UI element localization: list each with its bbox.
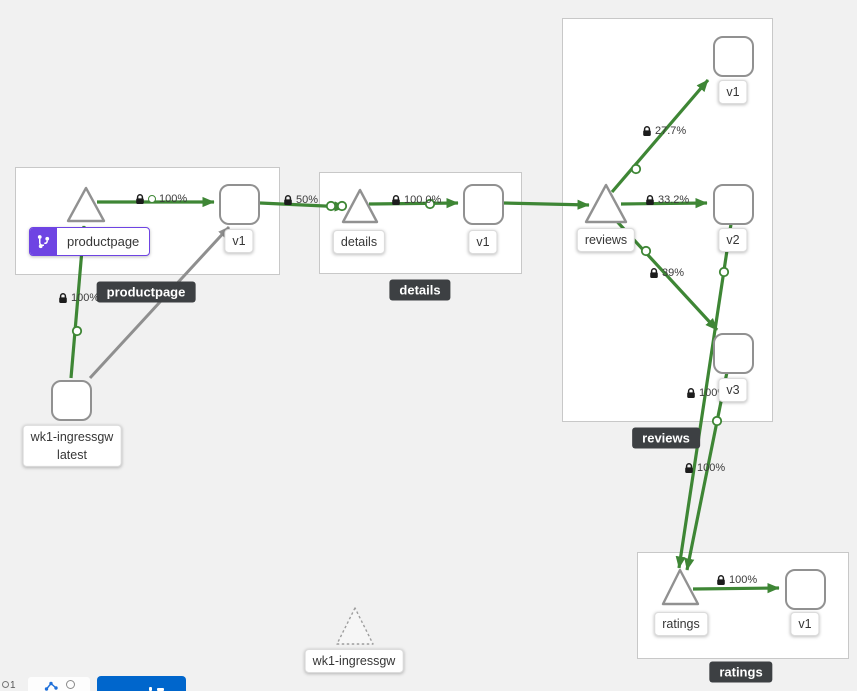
group-badge-productpage[interactable]: productpage bbox=[96, 281, 196, 303]
zoom-indicator-label: 1 bbox=[10, 680, 16, 691]
edge-ingressgw-to-productpage-v1[interactable] bbox=[88, 225, 231, 380]
traffic-dot bbox=[718, 266, 730, 278]
traffic-dot bbox=[325, 200, 337, 212]
node-productpage-v1[interactable] bbox=[219, 184, 260, 225]
node-reviews-v3[interactable] bbox=[713, 333, 754, 374]
node-reviews-v2[interactable] bbox=[713, 184, 754, 225]
node-label-ratings-service[interactable]: ratings bbox=[654, 611, 708, 637]
edge-details-v1-to-reviews[interactable] bbox=[502, 199, 590, 210]
node-details-service[interactable] bbox=[341, 188, 379, 224]
traffic-dot bbox=[336, 200, 348, 212]
node-label-details-service[interactable]: details bbox=[332, 229, 386, 255]
node-label-reviews-service[interactable]: reviews bbox=[576, 227, 636, 253]
graph-overview-button[interactable] bbox=[28, 677, 90, 691]
node-ratings-v1[interactable] bbox=[785, 569, 826, 610]
node-details-v1[interactable] bbox=[463, 184, 504, 225]
group-badge-ratings[interactable]: ratings bbox=[709, 661, 773, 683]
graph-overview-icon bbox=[44, 681, 58, 691]
node-label-reviews-v3[interactable]: v3 bbox=[718, 377, 748, 403]
edge-details-to-v1[interactable] bbox=[368, 198, 459, 209]
edge-reviews-v2-to-ratings[interactable] bbox=[675, 223, 733, 569]
group-badge-reviews[interactable]: reviews bbox=[632, 427, 700, 449]
node-label-reviews-v2[interactable]: v2 bbox=[718, 227, 748, 253]
legend-button[interactable] bbox=[97, 676, 186, 691]
virtualservice-label-productpage-service[interactable]: productpage bbox=[29, 227, 151, 256]
node-label-reviews-v1[interactable]: v1 bbox=[718, 79, 748, 105]
virtualservice-icon bbox=[30, 228, 57, 255]
edge-reviews-v3-to-ratings[interactable] bbox=[684, 371, 729, 571]
edge-ratings-to-v1[interactable] bbox=[692, 583, 780, 594]
traffic-dot bbox=[711, 415, 723, 427]
edge-reviews-to-v2[interactable] bbox=[620, 198, 708, 209]
node-ratings-service[interactable] bbox=[661, 568, 700, 606]
traffic-dot bbox=[630, 163, 642, 175]
node-reviews-service[interactable] bbox=[584, 183, 628, 224]
legend-button-cutoff-text bbox=[149, 687, 152, 691]
node-wk1-ingressgw-service[interactable] bbox=[336, 607, 374, 645]
node-wk1-ingressgw-workload[interactable] bbox=[51, 380, 92, 421]
refresh-icon bbox=[65, 680, 75, 689]
edge-reviews-to-v1[interactable] bbox=[610, 78, 710, 194]
node-label-line: latest bbox=[57, 448, 87, 462]
node-label-wk1-ingressgw-service[interactable]: wk1-ingressgw bbox=[304, 648, 404, 674]
node-label-wk1-ingressgw-workload[interactable]: wk1-ingressgw latest bbox=[22, 424, 122, 468]
traffic-dot bbox=[640, 245, 652, 257]
node-label-details-v1[interactable]: v1 bbox=[468, 229, 498, 255]
zoom-indicator-partial[interactable]: 1 bbox=[2, 680, 16, 691]
group-badge-details[interactable]: details bbox=[389, 279, 451, 301]
zoom-ring-icon bbox=[2, 681, 9, 688]
node-reviews-v1[interactable] bbox=[713, 36, 754, 77]
virtualservice-label-text: productpage bbox=[67, 234, 140, 249]
legend-button-cutoff-text bbox=[157, 688, 164, 691]
node-label-line: wk1-ingressgw bbox=[30, 429, 114, 444]
node-productpage-service[interactable] bbox=[66, 186, 106, 223]
traffic-dot bbox=[424, 198, 436, 210]
node-label-productpage-v1[interactable]: v1 bbox=[224, 228, 254, 254]
node-label-ratings-v1[interactable]: v1 bbox=[790, 611, 820, 637]
traffic-dot bbox=[71, 325, 83, 337]
